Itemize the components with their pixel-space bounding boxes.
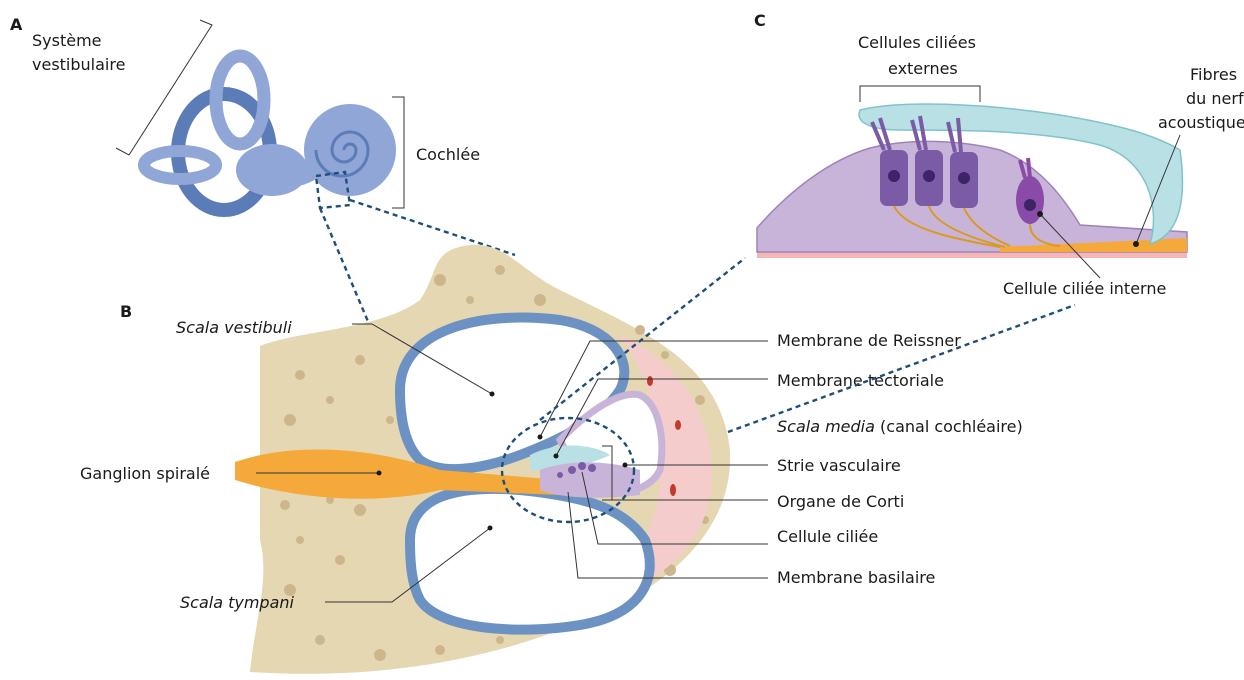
- panel-a-letter: A: [10, 15, 23, 34]
- label-inner-hair-cell: Cellule ciliée interne: [1003, 279, 1166, 298]
- label-scala-tympani: Scala tympani: [180, 593, 295, 612]
- label-reissner: Membrane de Reissner: [777, 331, 961, 350]
- vestibular-bracket: [116, 20, 212, 155]
- scala-tympani: [410, 489, 650, 630]
- zoom-line-b-c-right: [728, 305, 1075, 432]
- vestibular-label-line2: vestibulaire: [32, 55, 125, 74]
- label-corti: Organe de Corti: [777, 492, 904, 511]
- dot-ganglion: [377, 471, 382, 476]
- outer-hair-cells-bracket: [860, 86, 980, 102]
- panel-a: A Système vestibulaire Cochlée: [10, 15, 480, 210]
- cochlea-label: Cochlée: [416, 145, 480, 164]
- outer-hair-cells-line1: Cellules ciliées: [858, 33, 976, 52]
- panel-c-letter: C: [754, 11, 766, 30]
- dot-reissner: [538, 435, 543, 440]
- dot-fibres: [1133, 241, 1139, 247]
- label-hair-cell: Cellule ciliée: [777, 527, 878, 546]
- inner-ear-illustration: [144, 56, 396, 210]
- label-basilar: Membrane basilaire: [777, 568, 935, 587]
- label-scala-media-italic: Scala media: [777, 417, 875, 436]
- panel-b-letter: B: [120, 302, 132, 321]
- label-scala-media-rest: (canal cochléaire): [875, 417, 1023, 436]
- panel-b: B: [80, 245, 1023, 674]
- label-scala-vestibuli: Scala vestibuli: [176, 318, 292, 337]
- panel-c: C Cellules ciliées externes Fibres du ne…: [754, 11, 1244, 298]
- dot-scala-vestibuli: [490, 392, 495, 397]
- fibres-line1: Fibres: [1190, 65, 1237, 84]
- label-ganglion: Ganglion spiralé: [80, 464, 210, 483]
- vestibular-label-line1: Système: [32, 31, 102, 50]
- outer-hair-cells-line2: externes: [888, 59, 958, 78]
- basilar-membrane-strip: [757, 252, 1187, 258]
- dot-stria: [623, 463, 628, 468]
- dot-tectorial: [554, 454, 559, 459]
- label-tectorial: Membrane tectoriale: [777, 371, 944, 390]
- fibres-line2: du nerf: [1186, 89, 1244, 108]
- label-stria: Strie vasculaire: [777, 456, 901, 475]
- zoom-line-a-b-left: [320, 208, 375, 338]
- fibres-line3: acoustique: [1158, 113, 1244, 132]
- dot-inner-hair-cell: [1037, 211, 1043, 217]
- label-scala-media: Scala media (canal cochléaire): [777, 417, 1023, 436]
- dot-scala-tympani: [488, 526, 493, 531]
- zoom-line-a-b-right: [350, 200, 515, 255]
